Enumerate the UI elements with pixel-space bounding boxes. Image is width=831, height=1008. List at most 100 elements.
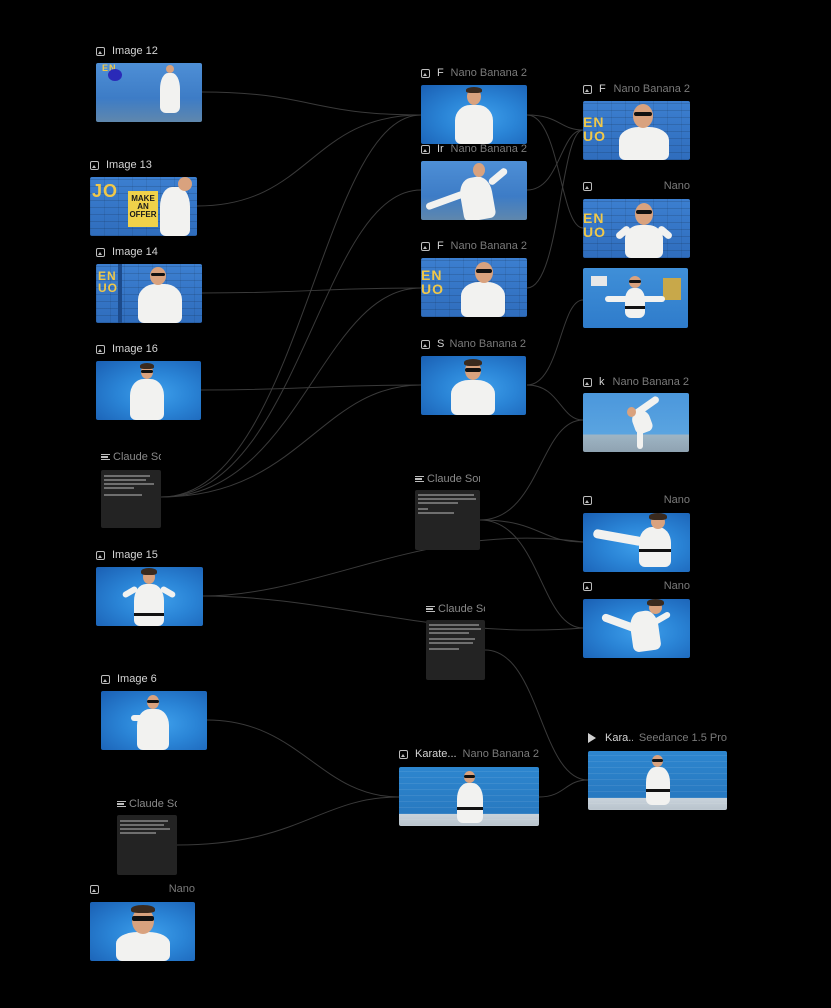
edge <box>526 114 584 131</box>
node-title: Image 16 <box>112 343 158 355</box>
node-title: F <box>437 240 444 252</box>
edge <box>202 595 584 631</box>
image-icon <box>583 495 592 505</box>
model-name: Nano Banana 2 <box>613 83 690 95</box>
image-node-out-d[interactable]: k Nano Banana 2 <box>583 375 689 452</box>
sign-line: AN <box>137 202 149 211</box>
node-title: Image 12 <box>112 45 158 57</box>
image-node-nano-bottom-left[interactable]: Nano <box>90 882 195 961</box>
text-node-note4[interactable]: Claude So <box>117 797 177 875</box>
wall-letters: UO <box>583 224 606 240</box>
image-icon <box>96 247 105 257</box>
edge <box>201 287 422 294</box>
image-node-image15[interactable]: Image 15 <box>96 548 203 626</box>
wall-letters: EN <box>421 267 443 283</box>
image-icon <box>583 377 592 387</box>
video-node-karate[interactable]: Kara...Seedance 1.5 Pro <box>588 731 727 810</box>
image-thumbnail <box>90 902 195 961</box>
image-node-image16[interactable]: Image 16 <box>96 342 201 420</box>
model-name: Nano Banana 2 <box>449 338 526 350</box>
image-icon <box>421 144 430 154</box>
image-icon <box>96 550 105 560</box>
image-icon <box>101 674 110 684</box>
image-icon <box>96 46 105 56</box>
image-icon <box>399 749 408 759</box>
edge <box>202 537 584 597</box>
image-thumbnail <box>583 393 689 452</box>
image-node-out-f[interactable]: Nano <box>583 579 690 658</box>
image-node-out-c[interactable] <box>583 268 688 328</box>
text-node-note3[interactable]: Claude So <box>426 602 485 680</box>
text-node-note1[interactable]: Claude So <box>101 450 161 528</box>
node-title: k <box>599 376 605 388</box>
text-card <box>101 470 161 528</box>
wall-letters: EN <box>98 269 117 283</box>
image-thumbnail <box>96 361 201 420</box>
text-icon <box>101 453 110 461</box>
image-node-gen-a[interactable]: F Nano Banana 2 <box>421 66 527 144</box>
edge <box>526 114 584 229</box>
edge <box>479 519 584 543</box>
image-icon <box>583 181 592 191</box>
image-thumbnail <box>96 567 203 626</box>
image-node-image6[interactable]: Image 6 <box>101 672 207 750</box>
text-node-note2[interactable]: Claude Son <box>415 472 480 550</box>
text-card <box>415 490 480 550</box>
image-thumbnail <box>101 691 207 750</box>
model-name: Nano <box>663 580 690 592</box>
edge <box>526 129 584 289</box>
edge <box>201 91 422 116</box>
node-title: Claude So <box>129 798 177 810</box>
image-icon <box>583 581 592 591</box>
edge <box>538 779 589 798</box>
node-title: Ir <box>437 143 444 155</box>
edge <box>526 384 584 421</box>
node-title: Image 13 <box>106 159 152 171</box>
image-icon <box>421 68 430 78</box>
image-node-karate-gen[interactable]: Karate...Nano Banana 2 <box>399 747 539 826</box>
node-title: Image 14 <box>112 246 158 258</box>
node-title: F <box>437 67 444 79</box>
node-title: Claude So <box>113 451 161 463</box>
image-icon <box>421 339 430 349</box>
edge <box>206 719 400 798</box>
image-icon <box>96 344 105 354</box>
wall-letters: UO <box>421 281 444 297</box>
text-card <box>426 620 485 680</box>
image-thumbnail <box>583 513 690 572</box>
image-thumbnail <box>421 161 527 220</box>
image-thumbnail <box>421 356 526 415</box>
image-thumbnail <box>583 599 690 658</box>
node-title: Image 15 <box>112 549 158 561</box>
edge <box>200 384 422 391</box>
image-icon <box>90 160 99 170</box>
model-name: Nano Banana 2 <box>612 376 689 388</box>
wall-letters: EN <box>583 210 605 226</box>
edge <box>526 129 584 191</box>
edge <box>196 114 422 207</box>
model-name: Nano <box>663 180 690 192</box>
text-icon <box>117 800 126 808</box>
node-title: Image 6 <box>117 673 157 685</box>
image-node-out-e[interactable]: Nano <box>583 493 690 572</box>
image-node-image12[interactable]: Image 12 EN <box>96 44 202 122</box>
wall-letters: EN <box>583 114 605 130</box>
model-name: Nano Banana 2 <box>450 67 527 79</box>
image-thumbnail <box>583 268 688 328</box>
edge <box>526 299 584 386</box>
image-icon <box>90 884 99 894</box>
play-icon <box>588 733 596 743</box>
node-title: Kara... <box>605 732 633 744</box>
edge <box>479 419 584 521</box>
text-icon <box>415 475 424 483</box>
